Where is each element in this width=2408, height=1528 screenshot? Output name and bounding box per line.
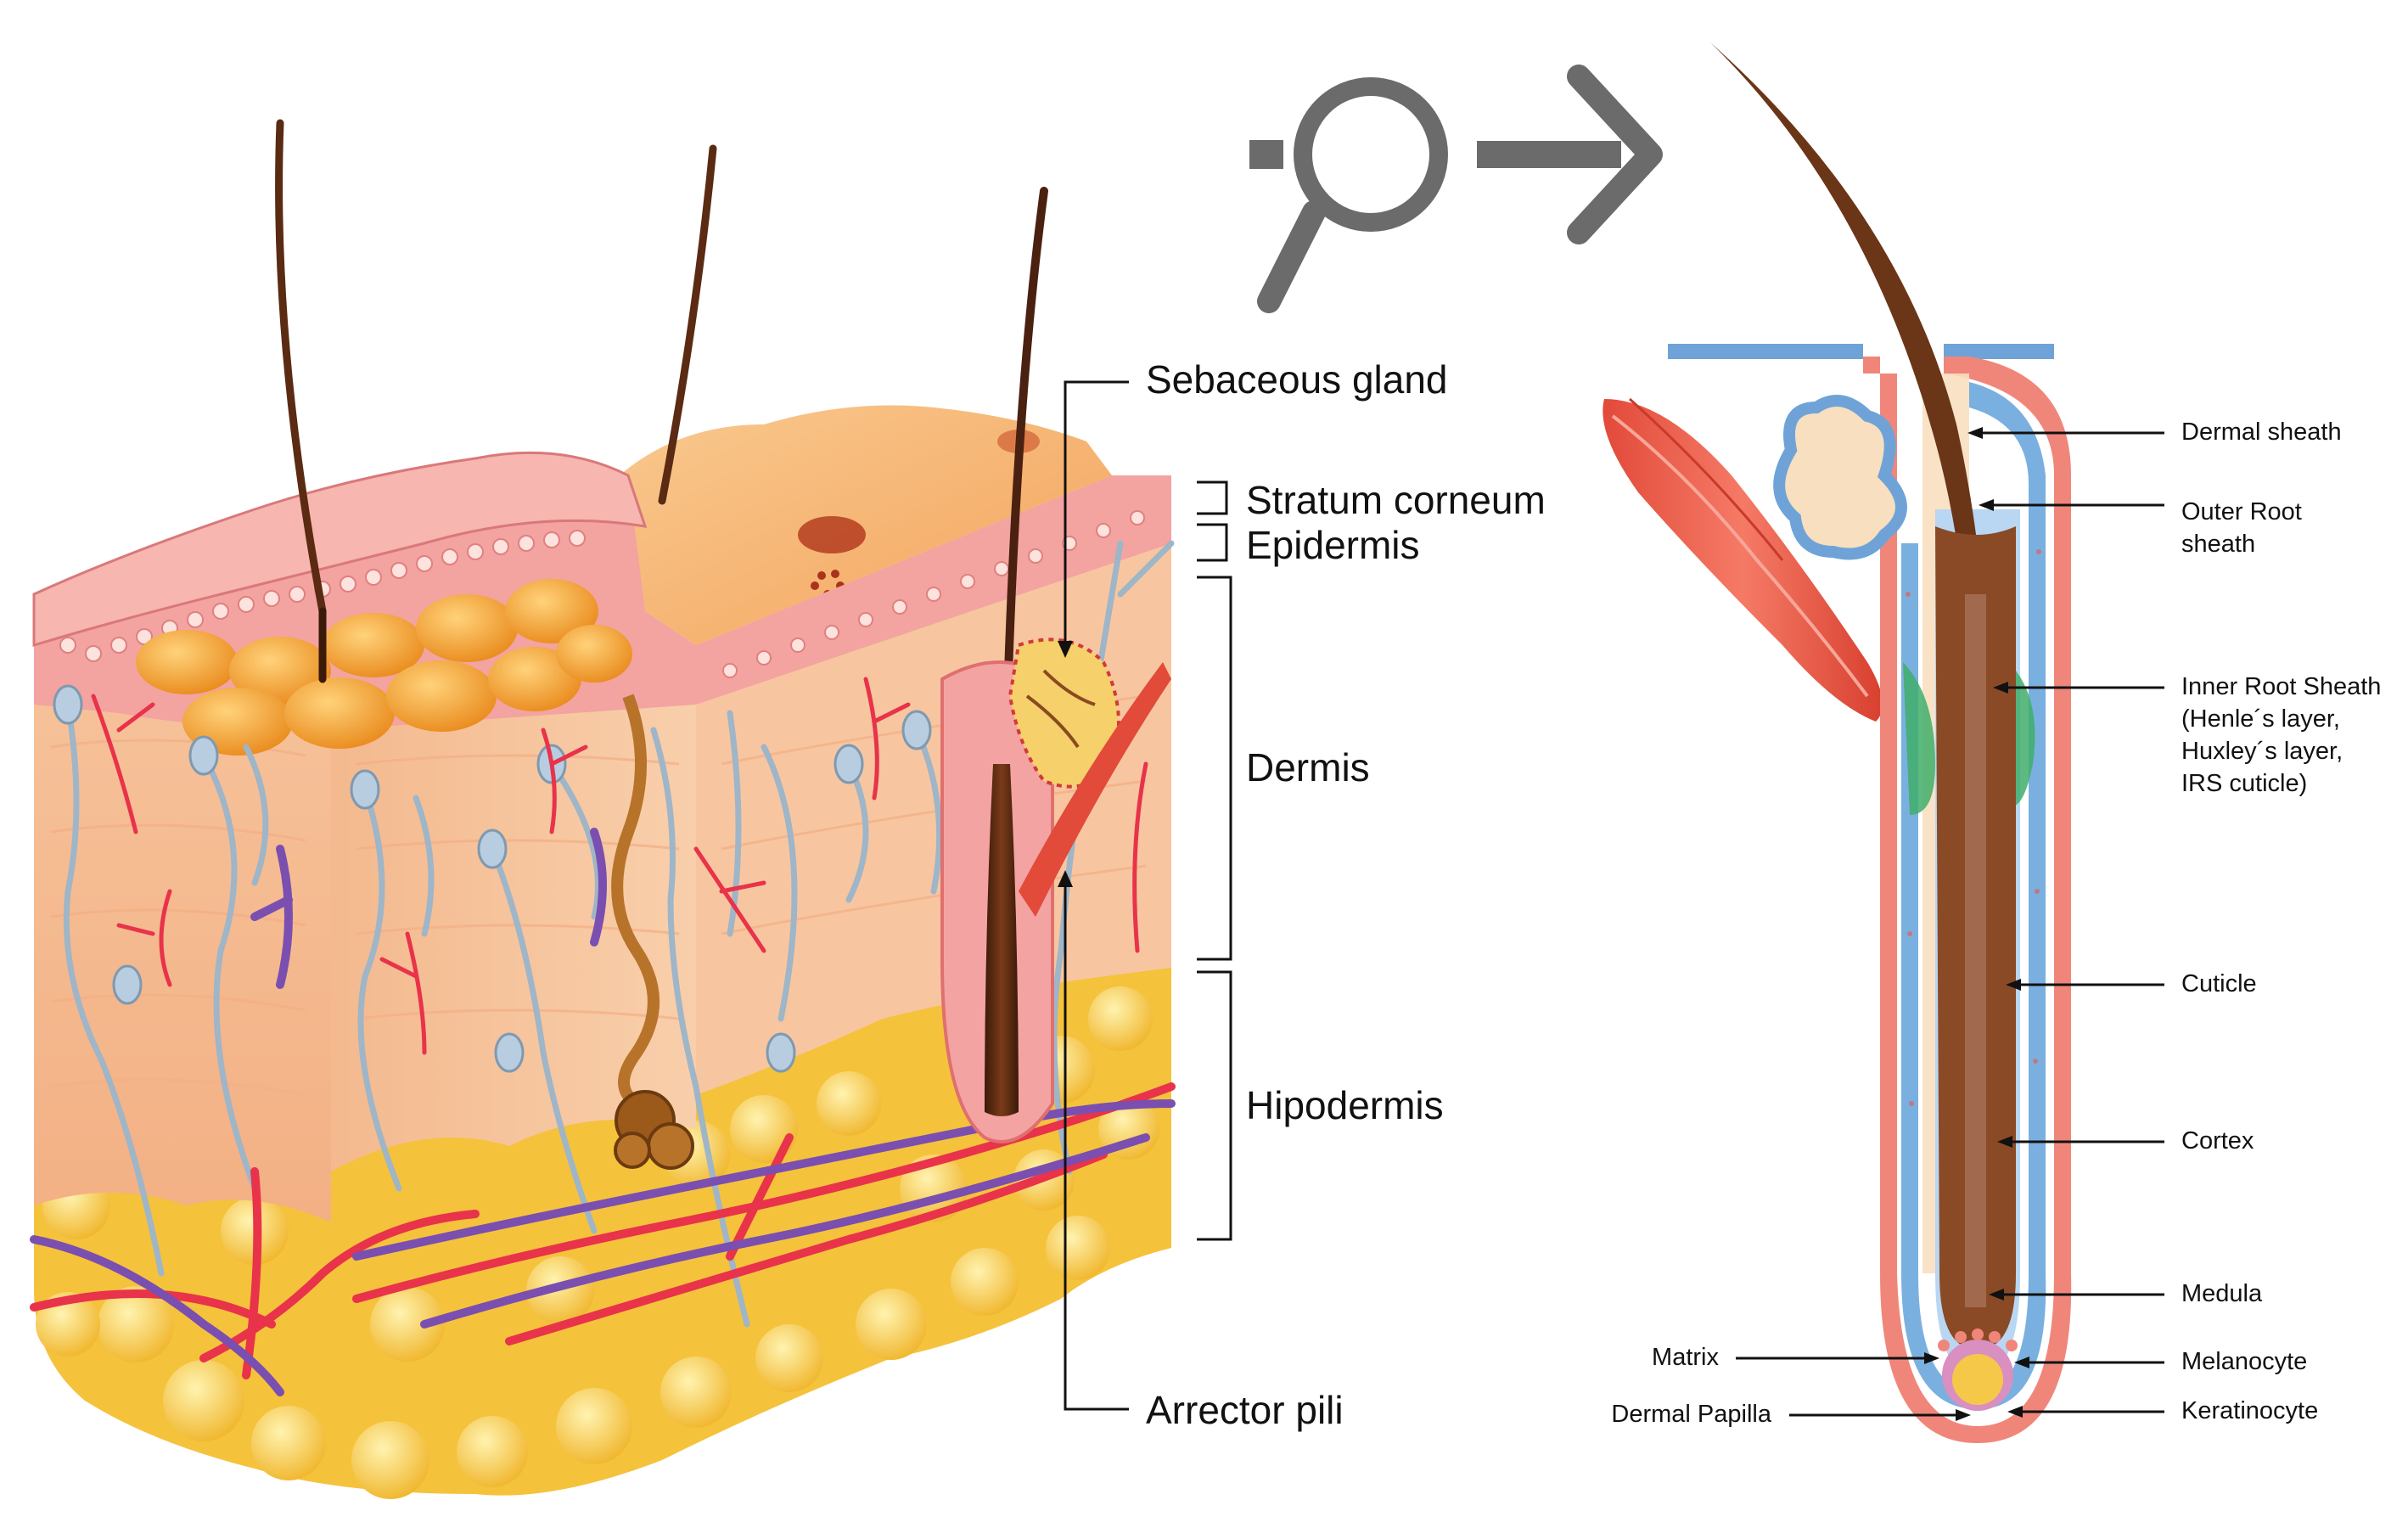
label-cuticle: Cuticle (2181, 970, 2257, 997)
magnifier-icon (1249, 77, 1448, 313)
skin-surface (620, 405, 1112, 645)
label-stratum-corneum: Stratum corneum (1246, 478, 1546, 522)
label-inner-root-sheath-line1: Inner Root Sheath (2181, 673, 2382, 700)
stratum-corneum-peel (32, 451, 648, 648)
follicle-hair-shaft (1710, 42, 1995, 849)
arrector-pili-muscle (1019, 662, 1171, 917)
skin-label-lines (1064, 380, 1232, 1411)
irs-left (1903, 662, 1935, 815)
skin-block (30, 119, 1176, 1499)
label-dermal-sheath: Dermal sheath (2181, 419, 2342, 446)
label-cortex: Cortex (2181, 1127, 2254, 1154)
label-inner-root-sheath-line4: IRS cuticle) (2181, 770, 2308, 797)
label-hipodermis: Hipodermis (1246, 1083, 1444, 1127)
epidermis-cells (59, 510, 1145, 678)
label-matrix: Matrix (1652, 1344, 1719, 1371)
irs-right (2012, 671, 2035, 806)
nerves (63, 540, 1175, 1328)
fat-cells (36, 986, 1159, 1499)
label-outer-root-sheath: Outer Root sheath (2181, 496, 2302, 560)
sweat-gland (611, 694, 694, 1170)
dermal-papilla (1938, 1329, 2018, 1411)
label-inner-root-sheath-line2: (Henle´s layer, (2181, 705, 2340, 733)
label-sebaceous-gland: Sebaceous gland (1146, 357, 1448, 402)
veins (30, 828, 1176, 1396)
arrow-right-icon (1477, 65, 1663, 244)
label-inner-root-sheath: Inner Root Sheath (Henle´s layer, Huxley… (2181, 671, 2381, 800)
follicle-sebaceous (1773, 395, 1907, 560)
nerve-endings (53, 684, 932, 1073)
label-dermal-papilla: Dermal Papilla (1611, 1401, 1771, 1428)
label-outer-root-sheath-line1: Outer Root (2181, 498, 2302, 525)
follicle-muscle (1603, 399, 1883, 722)
label-inner-root-sheath-line3: Huxley´s layer, (2181, 738, 2343, 765)
label-dermis: Dermis (1246, 745, 1370, 789)
label-melanocyte: Melanocyte (2181, 1348, 2308, 1375)
follicle-hair (985, 764, 1019, 1116)
follicle-arrowheads (1924, 427, 2029, 1421)
label-medula: Medula (2181, 1280, 2263, 1307)
label-epidermis: Epidermis (1246, 523, 1420, 567)
skin-arrowheads (1058, 641, 1073, 887)
label-arrector-pili: Arrector pili (1146, 1388, 1344, 1432)
follicle-label-lines (1736, 431, 2164, 1417)
follicle-diagram (1603, 42, 2072, 1443)
blue-sheath (1901, 382, 2046, 1409)
label-keratinocyte: Keratinocyte (2181, 1397, 2319, 1424)
label-outer-root-sheath-line2: sheath (2181, 531, 2256, 558)
